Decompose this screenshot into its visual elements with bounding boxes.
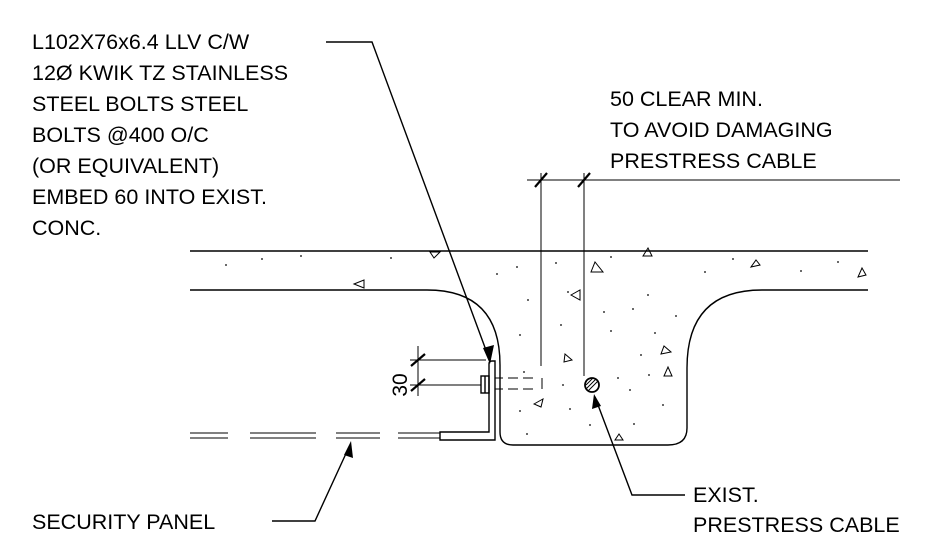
callout-line: BOLTS @400 O/C	[32, 123, 209, 147]
prestress-cable	[584, 377, 600, 393]
callout-line: L102X76x6.4 LLV C/W	[32, 30, 250, 54]
concrete-slab	[190, 250, 868, 446]
leader-lines	[272, 41, 685, 522]
cable-callout-text: EXIST. PRESTRESS CABLE	[693, 483, 900, 536]
callout-line: 50 CLEAR MIN.	[610, 87, 763, 111]
security-panel	[190, 432, 440, 439]
callout-line: CONC.	[32, 216, 101, 240]
callout-line: EMBED 60 INTO EXIST.	[32, 185, 267, 209]
anchor-bolt	[480, 375, 543, 394]
bolt-edge-dimension	[410, 346, 486, 396]
callout-line: PRESTRESS CABLE	[610, 149, 817, 173]
dimension-30-text: 30	[389, 373, 412, 396]
angle-callout-text: L102X76x6.4 LLV C/W 12Ø KWIK TZ STAINLES…	[32, 30, 288, 240]
slab-bottom-outline	[190, 289, 868, 446]
callout-line: EXIST.	[693, 483, 759, 507]
callout-line: PRESTRESS CABLE	[693, 513, 900, 536]
concrete-aggregate-hatch	[225, 246, 867, 441]
security-panel-label: SECURITY PANEL	[32, 510, 215, 534]
steel-angle	[439, 360, 496, 441]
callout-line: 12Ø KWIK TZ STAINLESS	[32, 61, 288, 85]
callout-line: TO AVOID DAMAGING	[610, 118, 833, 142]
clearance-dimension	[527, 172, 900, 376]
clearance-callout-text: 50 CLEAR MIN. TO AVOID DAMAGING PRESTRES…	[610, 87, 833, 173]
callout-line: STEEL BOLTS STEEL	[32, 92, 248, 116]
callout-line: (OR EQUIVALENT)	[32, 154, 219, 178]
